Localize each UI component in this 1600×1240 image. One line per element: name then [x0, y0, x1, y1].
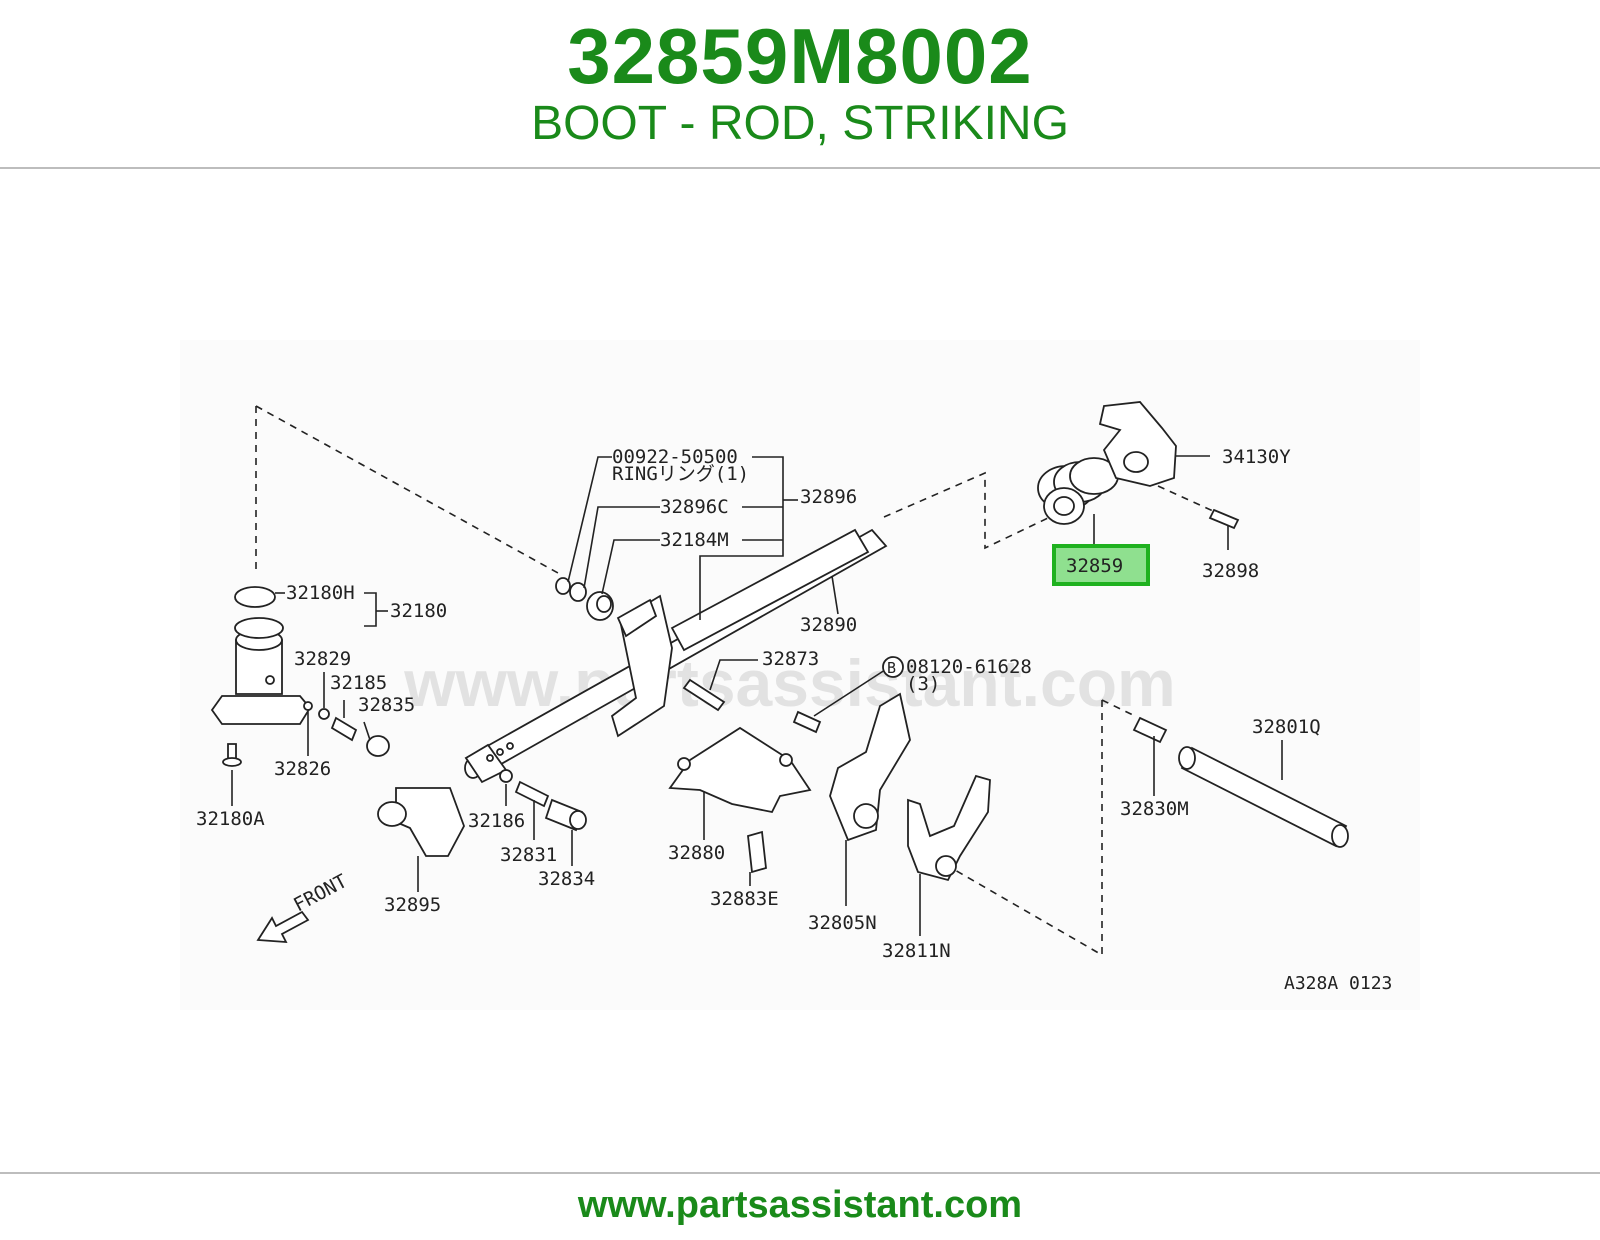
footer-url[interactable]: www.partsassistant.com — [577, 1184, 1023, 1226]
rings-32896 — [555, 577, 614, 621]
callout-32896C: 32896C — [660, 496, 729, 518]
callout-32834: 32834 — [538, 868, 595, 890]
pin-32898 — [1208, 508, 1240, 530]
callout-32831: 32831 — [500, 844, 557, 866]
watermark: www.partsassistant.com — [403, 646, 1175, 720]
callout-32805N: 32805N — [808, 912, 877, 934]
b-marker-icon — [882, 656, 904, 678]
callout-32896: 32896 — [800, 486, 857, 508]
striking-lever-32184M — [610, 594, 673, 738]
callout-32873: 32873 — [762, 648, 819, 670]
callout-08120-61628: 08120-61628 — [906, 656, 1032, 678]
part-number-title: 32859M8002 — [567, 12, 1033, 100]
callout-32895: 32895 — [384, 894, 441, 916]
figure-code: A328A 0123 — [1284, 973, 1392, 994]
callout-32180A: 32180A — [196, 808, 265, 830]
callout-32880: 32880 — [668, 842, 725, 864]
callout-32859-highlighted[interactable]: 32859 — [1066, 555, 1123, 577]
callout-ring: RINGリング(1) — [612, 463, 749, 485]
bracket-32880 — [668, 726, 812, 874]
callout-32830M: 32830M — [1120, 798, 1189, 820]
boot-32859 — [1037, 457, 1119, 525]
rod-32801Q — [1178, 746, 1349, 848]
callout-32890: 32890 — [800, 614, 857, 636]
dashed-guides — [255, 405, 1225, 957]
callout-32184M: 32184M — [660, 529, 729, 551]
bolt-08120 — [792, 710, 822, 734]
detent-parts-32186 — [499, 769, 587, 832]
callout-32801Q: 32801Q — [1252, 716, 1321, 738]
callout-00922-50500: 00922-50500 — [612, 446, 738, 468]
callout-32829: 32829 — [294, 648, 351, 670]
header-divider — [0, 167, 1600, 169]
callout-qty-3: (3) — [906, 673, 940, 695]
fork-32811N — [907, 774, 991, 882]
shaft-32890 — [464, 528, 888, 784]
leader-lines — [231, 455, 1283, 936]
highlight-box-32859[interactable] — [1052, 544, 1150, 586]
callout-32180H: 32180H — [286, 582, 355, 604]
shift-block-32895 — [377, 787, 465, 857]
bracket-34130Y — [1098, 401, 1177, 487]
housing-32180 — [210, 586, 312, 767]
callout-32186: 32186 — [468, 810, 525, 832]
callout-32826: 32826 — [274, 758, 331, 780]
callout-32180: 32180 — [390, 600, 447, 622]
front-arrow-icon — [256, 910, 310, 944]
callout-32185: 32185 — [330, 672, 387, 694]
callout-32898: 32898 — [1202, 560, 1259, 582]
page-header: 32859M8002 BOOT - ROD, STRIKING — [0, 0, 1600, 168]
callout-32835: 32835 — [358, 694, 415, 716]
callout-32811N: 32811N — [882, 940, 951, 962]
callout-34130Y: 34130Y — [1222, 446, 1291, 468]
front-label: FRONT — [290, 870, 351, 916]
spring-32830M — [1132, 716, 1168, 744]
footer-divider — [0, 1172, 1600, 1174]
spring-parts-32185 — [303, 701, 390, 757]
b-marker-label: B — [887, 659, 896, 677]
pin-32873 — [682, 678, 726, 712]
part-name-subtitle: BOOT - ROD, STRIKING — [531, 97, 1069, 150]
fork-32805N — [829, 692, 911, 842]
diagram-background — [180, 340, 1420, 1010]
callout-32883E: 32883E — [710, 888, 779, 910]
